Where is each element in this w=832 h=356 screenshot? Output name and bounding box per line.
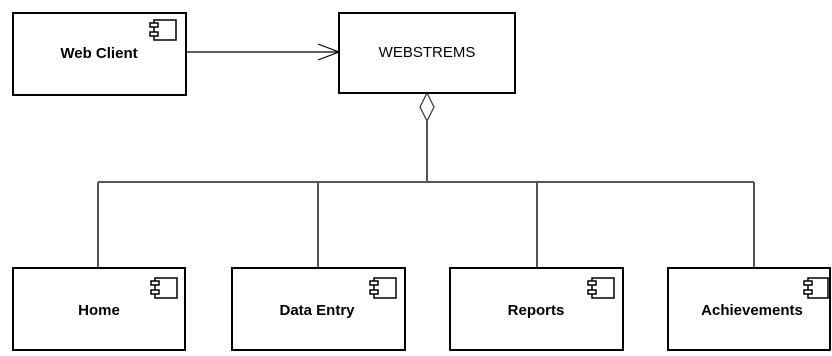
home-label: Home — [78, 302, 120, 319]
component-icon — [369, 277, 397, 299]
reports-component[interactable]: Reports — [449, 267, 624, 351]
web-client-label: Web Client — [60, 45, 137, 62]
data-entry-label: Data Entry — [279, 302, 355, 319]
component-icon — [150, 277, 178, 299]
reports-label: Reports — [508, 302, 565, 319]
home-component[interactable]: Home — [12, 267, 186, 351]
data-entry-component[interactable]: Data Entry — [231, 267, 406, 351]
achievements-component[interactable]: Achievements — [667, 267, 831, 351]
web-client-component[interactable]: Web Client — [12, 12, 187, 96]
component-icon — [587, 277, 615, 299]
webstrems-label: WEBSTREMS — [379, 44, 476, 61]
webstrems-system[interactable]: WEBSTREMS — [338, 12, 516, 94]
achievements-label: Achievements — [701, 302, 803, 319]
component-icon — [803, 277, 829, 299]
aggregation-diamond — [419, 91, 435, 123]
component-icon — [149, 19, 177, 41]
